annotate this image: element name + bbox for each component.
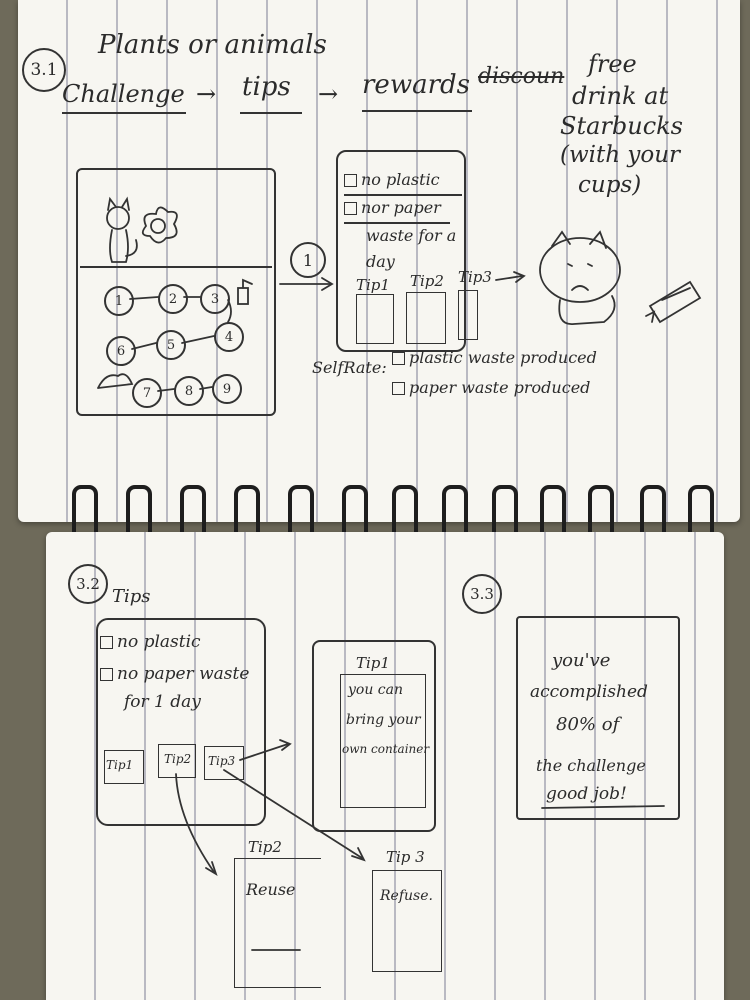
tip1-title: Tip1 [356,654,390,672]
grid-node: 7 [132,378,162,408]
result-line: accomplished [530,682,648,702]
notebook-page-bottom [46,532,724,1000]
tips-heading: Tips [112,586,151,607]
tip1-line: own container [342,742,430,756]
tip-tab: Tip3 [458,268,492,286]
grid-node: 5 [156,330,186,360]
section-label-3-3: 3.3 [462,574,502,614]
underline [344,222,450,224]
result-line: 80% of [556,714,620,735]
grid-node: 8 [174,376,204,406]
tips-option: no plastic [100,632,201,652]
tips-option-cont: for 1 day [124,692,201,712]
flow-arrow: → [318,80,339,108]
section-label-3-1: 3.1 [22,48,66,92]
reward-note-line: drink at [572,82,669,110]
tips-option-cont: day [366,252,395,271]
page-title: Plants or animals [98,30,327,60]
tips-option: nor paper [344,198,441,217]
grid-node: 3 [200,284,230,314]
tip3-body: Refuse. [380,888,433,904]
grid-node: 9 [212,374,242,404]
tip-card [406,292,446,344]
screen-divider [80,266,272,268]
tip2-body: Reuse [246,880,296,899]
underline [62,112,186,114]
reward-note-line: cups) [578,172,642,198]
grid-node: 2 [158,284,188,314]
section-label-3-2: 3.2 [68,564,108,604]
underline [240,112,302,114]
result-line: you've [552,650,611,671]
grid-node: 4 [214,322,244,352]
tips-screen-sketch [336,150,466,352]
reward-note-line: free [588,50,637,78]
self-rate-option: paper waste produced [392,378,590,397]
tip1-line: bring your [346,712,421,728]
underline [344,194,462,196]
tip-tab: Tip1 [106,758,134,772]
tip2-title: Tip2 [248,838,282,856]
tip-card [104,750,144,784]
underline [362,110,472,112]
flow-arrow: → [196,80,217,108]
tip3-screen-sketch [372,870,442,972]
tip-tab: Tip3 [208,754,236,768]
tip1-content-box [340,674,426,808]
tip1-line: you can [348,682,404,698]
flow-step-badge: 1 [290,242,326,278]
reward-note-line: Starbucks [560,112,683,140]
tips-option: no plastic [344,170,440,189]
tip2-screen-sketch [234,858,321,988]
flow-tips: tips [242,72,291,102]
tips-option: no paper waste [100,664,249,684]
tip-card [458,290,478,340]
tip1-screen-sketch [312,640,436,832]
challenge-grid-screen [76,168,276,416]
result-screen-sketch [516,616,680,820]
result-line: the challenge [536,756,646,775]
self-rate-option: plastic waste produced [392,348,597,367]
struck-text: discoun [478,64,565,89]
tip-tab: Tip2 [164,752,192,766]
result-line: good job! [546,784,627,804]
grid-node: 1 [104,286,134,316]
tip-tab: Tip2 [410,272,444,290]
tips-option-cont: waste for a [366,226,457,245]
tip3-title: Tip 3 [386,848,425,866]
tip-card [356,294,394,344]
self-rate-label: SelfRate: [312,358,387,377]
flow-challenge: Challenge [62,80,185,108]
flow-rewards: rewards [362,70,470,100]
tip-tab: Tip1 [356,276,390,294]
reward-note-line: (with your [560,142,681,168]
grid-node: 6 [106,336,136,366]
